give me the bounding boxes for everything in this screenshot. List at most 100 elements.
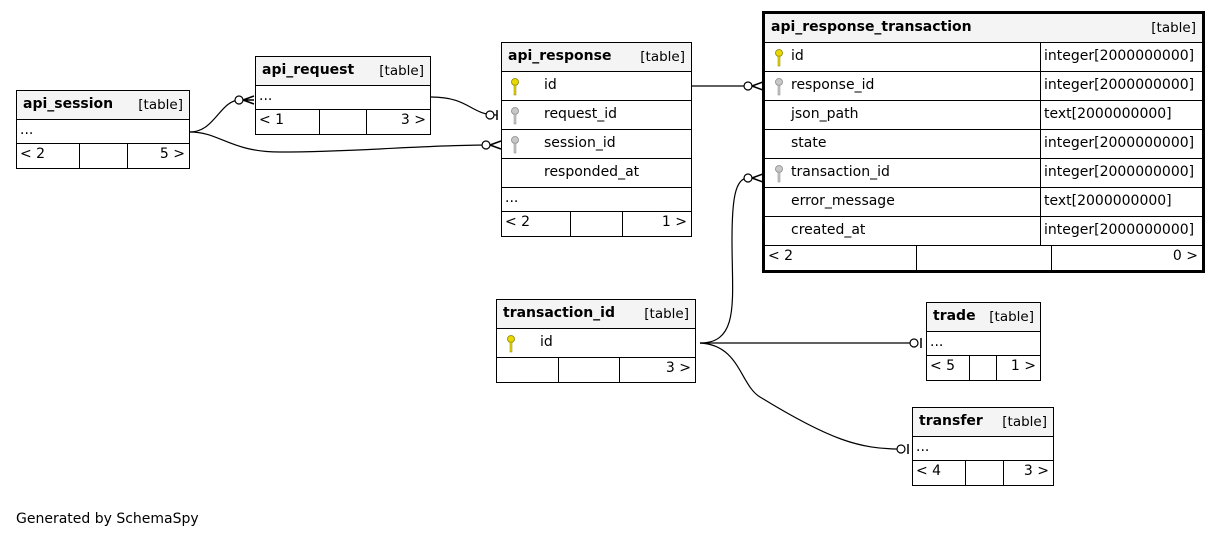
table-type: [table] [640, 49, 685, 65]
column-name: request_id [544, 106, 617, 122]
children-count[interactable]: 3 > [1023, 463, 1049, 479]
column-row[interactable]: json_path text[2000000000] [765, 101, 1202, 130]
children-count[interactable]: 5 > [159, 146, 185, 162]
rel-session-response [189, 131, 491, 153]
rel-marker [896, 444, 906, 454]
primary-key-icon [775, 49, 783, 67]
primary-key-icon [511, 78, 519, 96]
column-row[interactable]: response_id integer[2000000000] [765, 72, 1202, 101]
table-header: transaction_id [table] [497, 300, 695, 329]
table-api-session[interactable]: api_session [table] ... < 2 5 > [16, 90, 190, 169]
rel-txid-apitx [699, 177, 749, 344]
column-type: text[2000000000] [1044, 193, 1172, 209]
rel-marker [485, 110, 495, 120]
column-type: text[2000000000] [1044, 106, 1172, 122]
table-footer: < 5 1 > [927, 356, 1040, 380]
column-row[interactable]: error_message text[2000000000] [765, 188, 1202, 217]
rel-marker [234, 95, 244, 105]
parents-count[interactable]: < 2 [20, 146, 46, 162]
generated-by-label: Generated by SchemaSpy [16, 511, 199, 527]
table-trade[interactable]: trade [table] ... < 5 1 > [926, 302, 1041, 381]
parents-count[interactable]: < 5 [930, 358, 956, 374]
table-type: [table] [644, 306, 689, 322]
parents-count[interactable]: < 1 [259, 112, 285, 128]
column-name: transaction_id [791, 164, 890, 180]
rel-session-request [189, 99, 241, 133]
children-count[interactable]: 1 > [661, 214, 687, 230]
rel-marker [481, 140, 491, 150]
column-row[interactable]: id [502, 72, 691, 101]
table-ellipsis: ... [256, 86, 430, 110]
table-header: transfer [table] [913, 408, 1053, 437]
column-type: integer[2000000000] [1044, 77, 1195, 93]
table-transaction-id[interactable]: transaction_id [table] id 3 > [496, 299, 696, 383]
table-name: api_response [508, 48, 612, 64]
column-row[interactable]: responded_at [502, 159, 691, 188]
column-row[interactable]: transaction_id integer[2000000000] [765, 159, 1202, 188]
table-header: api_response [table] [502, 43, 691, 72]
table-header: api_request [table] [256, 57, 430, 86]
parents-count[interactable]: < 2 [505, 214, 531, 230]
rel-crow-foot [489, 140, 502, 150]
column-name: error_message [791, 193, 895, 209]
table-type: [table] [379, 63, 424, 79]
table-ellipsis: ... [17, 120, 189, 144]
column-name: state [791, 135, 827, 151]
table-type: [table] [138, 97, 183, 113]
table-name: transfer [919, 413, 983, 429]
column-row[interactable]: session_id [502, 130, 691, 159]
column-name: responded_at [544, 164, 640, 180]
primary-key-icon [507, 335, 515, 353]
table-ellipsis: ... [502, 188, 691, 212]
column-name: id [544, 77, 557, 93]
column-row[interactable]: state integer[2000000000] [765, 130, 1202, 159]
column-type: integer[2000000000] [1044, 164, 1195, 180]
table-type: [table] [1002, 414, 1047, 430]
children-count[interactable]: 0 > [1172, 248, 1198, 264]
rel-crow-foot [751, 81, 764, 91]
column-row[interactable]: request_id [502, 101, 691, 130]
column-row[interactable]: created_at integer[2000000000] [765, 217, 1202, 246]
table-footer: < 1 3 > [256, 110, 430, 134]
table-type: [table] [1151, 20, 1196, 36]
children-count[interactable]: 1 > [1010, 358, 1036, 374]
rel-marker [743, 81, 753, 91]
rel-crow-foot [242, 95, 255, 105]
foreign-key-icon [775, 78, 783, 96]
column-type: integer[2000000000] [1044, 48, 1195, 64]
column-type: integer[2000000000] [1044, 222, 1195, 238]
table-name: trade [933, 308, 976, 324]
column-row[interactable]: id integer[2000000000] [765, 43, 1202, 72]
rel-txid-transfer [699, 342, 901, 450]
foreign-key-icon [775, 165, 783, 183]
table-header: trade [table] [927, 303, 1040, 332]
table-footer: < 4 3 > [913, 461, 1053, 485]
column-row[interactable]: id [497, 329, 695, 358]
table-api-response-transaction[interactable]: api_response_transaction [table] id inte… [762, 11, 1205, 273]
parents-count[interactable]: < 2 [768, 248, 794, 264]
parents-count[interactable]: < 4 [916, 463, 942, 479]
foreign-key-icon [511, 107, 519, 125]
table-name: api_session [23, 96, 114, 112]
table-footer: < 2 1 > [502, 212, 691, 236]
column-name: id [540, 334, 553, 350]
table-footer: < 2 0 > [765, 246, 1202, 270]
rel-marker [909, 338, 919, 348]
table-name: api_request [262, 62, 355, 78]
table-api-response[interactable]: api_response [table] id request_id sessi… [501, 42, 692, 237]
table-name: transaction_id [503, 305, 615, 321]
table-name: api_response_transaction [771, 19, 972, 35]
children-count[interactable]: 3 > [400, 112, 426, 128]
children-count[interactable]: 3 > [665, 360, 691, 376]
table-header: api_response_transaction [table] [765, 14, 1202, 43]
table-transfer[interactable]: transfer [table] ... < 4 3 > [912, 407, 1054, 486]
table-ellipsis: ... [927, 332, 1040, 356]
column-name: response_id [791, 77, 875, 93]
rel-marker [743, 173, 753, 183]
column-name: created_at [791, 222, 866, 238]
foreign-key-icon [511, 136, 519, 154]
column-type: integer[2000000000] [1044, 135, 1195, 151]
table-api-request[interactable]: api_request [table] ... < 1 3 > [255, 56, 431, 135]
